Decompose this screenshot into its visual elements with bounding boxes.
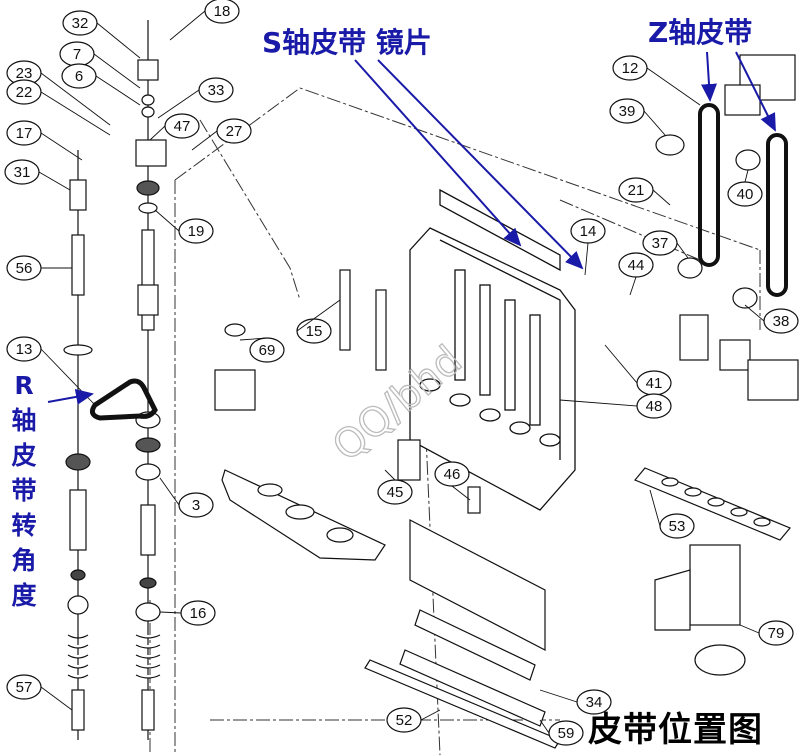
callout-text-14: 14 <box>580 223 597 240</box>
callout-text-19: 19 <box>188 223 205 240</box>
callout-text-7: 7 <box>73 46 81 63</box>
callout-text-34: 34 <box>586 694 603 711</box>
callout-text-23: 23 <box>16 65 33 82</box>
callout-text-21: 21 <box>628 182 645 199</box>
callout-text-17: 17 <box>16 125 33 142</box>
callout-numbers: 32 18 7 6 23 22 33 47 27 17 31 19 12 39 … <box>14 3 790 742</box>
callout-text-45: 45 <box>387 484 404 501</box>
callout-text-31: 31 <box>14 164 31 181</box>
callout-text-47: 47 <box>174 118 191 135</box>
callout-text-69: 69 <box>259 342 276 359</box>
callout-text-44: 44 <box>628 257 645 274</box>
callout-text-33: 33 <box>208 82 225 99</box>
base-plate <box>214 269 387 561</box>
r-axis-char: 带 <box>11 476 37 505</box>
r-axis-char: 轴 <box>11 406 37 435</box>
lower-assembly <box>364 439 561 749</box>
callout-text-39: 39 <box>619 103 636 120</box>
callout-text-18: 18 <box>214 3 231 20</box>
annotation-arrows <box>47 51 776 405</box>
left-shaft-assembly <box>63 150 93 740</box>
callout-text-15: 15 <box>306 323 323 340</box>
r-axis-char: R <box>14 371 34 400</box>
callout-text-41: 41 <box>646 375 663 392</box>
plate-53 <box>634 467 791 541</box>
callout-text-52: 52 <box>396 712 413 729</box>
vision-head <box>654 544 746 676</box>
callout-text-38: 38 <box>773 313 790 330</box>
callout-text-37: 37 <box>652 235 669 252</box>
callout-text-40: 40 <box>737 186 754 203</box>
callout-text-22: 22 <box>16 84 33 101</box>
belt-position-diagram-title: 皮带位置图 <box>588 710 763 750</box>
callout-text-57: 57 <box>16 679 33 696</box>
z-axis-belts <box>698 103 788 297</box>
callouts <box>4 0 799 746</box>
r-axis-char: 转 <box>11 511 37 540</box>
r-axis-char: 度 <box>11 581 37 610</box>
leader-lines <box>38 10 765 734</box>
r-axis-char: 角 <box>11 546 37 575</box>
callout-text-59: 59 <box>558 725 575 742</box>
z-axis-belt-label: Z轴皮带 <box>648 16 752 49</box>
callout-text-32: 32 <box>72 15 89 32</box>
callout-text-27: 27 <box>226 123 243 140</box>
callout-text-53: 53 <box>669 518 686 535</box>
callout-text-12: 12 <box>622 60 639 77</box>
main-head-body <box>409 188 576 511</box>
callout-text-6: 6 <box>75 68 83 85</box>
right-shaft-assembly <box>135 20 167 740</box>
callout-text-48: 48 <box>646 398 663 415</box>
r-axis-belt <box>89 378 158 421</box>
z-axis-motor-brackets <box>655 54 799 401</box>
r-axis-char: 皮 <box>11 441 37 470</box>
callout-text-3: 3 <box>192 497 200 514</box>
s-axis-belt-label: S轴皮带 镜片 <box>262 26 432 59</box>
callout-text-46: 46 <box>444 466 461 483</box>
r-axis-belt-angle-label: R 轴 皮 带 转 角 度 <box>4 368 44 613</box>
callout-text-13: 13 <box>16 341 33 358</box>
callout-text-16: 16 <box>190 605 207 622</box>
callout-text-56: 56 <box>16 260 33 277</box>
callout-text-79: 79 <box>768 625 785 642</box>
